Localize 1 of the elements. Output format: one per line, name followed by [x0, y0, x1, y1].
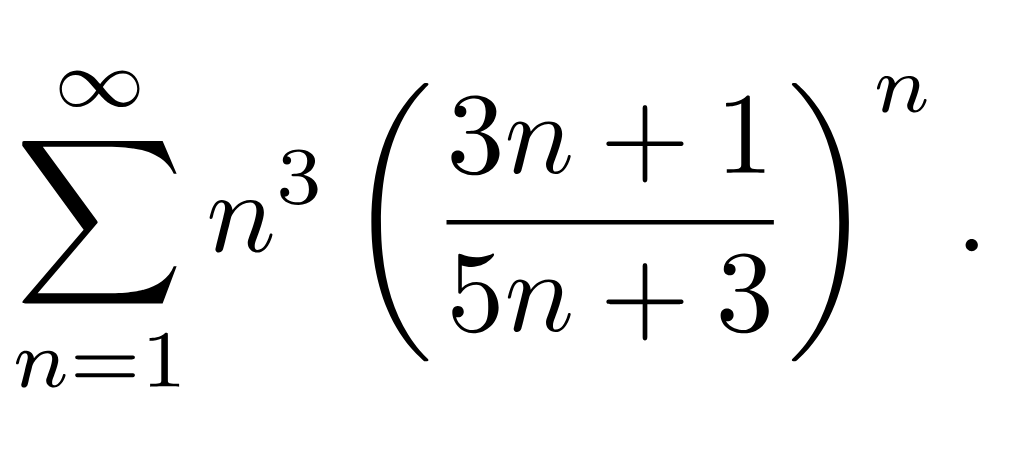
formula: $\sum_{n=1}^{\infty} n^{3}\left(\frac{3n+1}{5n+3}\right)^{n}.$: [15, 70, 978, 388]
